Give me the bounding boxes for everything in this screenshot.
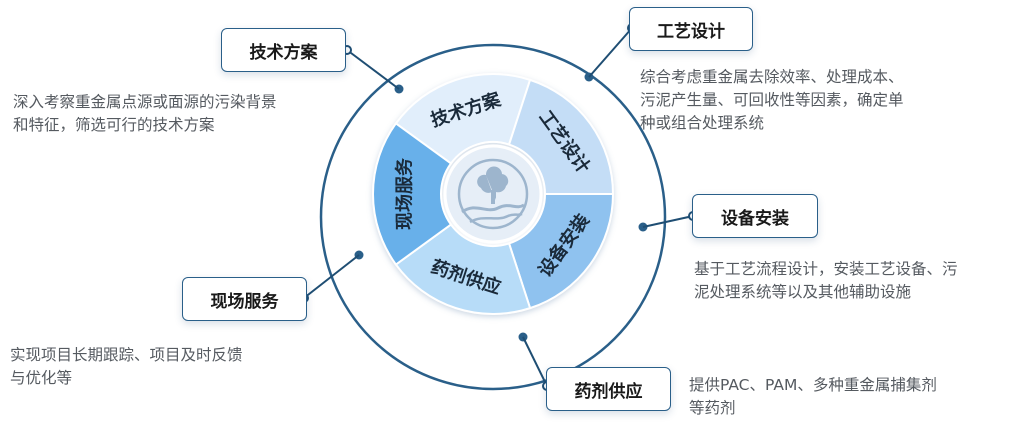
desc-line: 实现项目长期跟踪、项目及时反馈 (10, 346, 243, 364)
connector-equip (642, 215, 694, 228)
segment-agent (394, 223, 532, 315)
tree-road-logo-icon (457, 158, 529, 230)
desc-line: 深入考察重金属点源或面源的污染背景 (13, 93, 277, 111)
segment-tech (394, 73, 532, 165)
callout-title-agent: 药剂供应 (546, 367, 671, 411)
callout-title-craft: 工艺设计 (629, 7, 753, 51)
wheel-segments (372, 73, 615, 315)
segment-field (372, 122, 453, 266)
desc-line: 提供PAC、PAM、多种重金属捕集剂 (689, 376, 937, 394)
desc-line: 泥处理系统等以及其他辅助设施 (694, 283, 912, 301)
segment-label-field: 现场服务 (394, 157, 416, 230)
callout-title-field: 现场服务 (182, 277, 307, 321)
callout-desc-equip: 基于工艺流程设计，安装工艺设备、污 泥处理系统等以及其他辅助设施 (694, 258, 958, 304)
desc-line: 等药剂 (689, 399, 736, 417)
segment-equip (507, 193, 615, 310)
desc-line: 污泥产生量、可回收性等因素，确定单 (640, 91, 904, 109)
connector-field (303, 254, 360, 299)
callout-desc-field: 实现项目长期跟踪、项目及时反馈 与优化等 (10, 344, 243, 390)
connector-tech (346, 49, 400, 90)
connector-lines (303, 27, 694, 387)
segment-craft (507, 78, 615, 195)
desc-line: 和特征，筛选可行的技术方案 (13, 116, 215, 134)
callout-desc-craft: 综合考虑重金属去除效率、处理成本、 污泥产生量、可回收性等因素，确定单 种或组合… (640, 66, 904, 135)
outer-ring (319, 43, 667, 391)
connector-craft (588, 27, 633, 78)
desc-line: 与优化等 (10, 369, 73, 387)
desc-line: 种或组合处理系统 (640, 114, 765, 132)
desc-line: 基于工艺流程设计，安装工艺设备、污 (694, 260, 958, 278)
callout-title-tech: 技术方案 (221, 28, 346, 72)
connector-agent (522, 336, 548, 387)
desc-line: 综合考虑重金属去除效率、处理成本、 (640, 68, 904, 86)
callout-title-equip: 设备安装 (692, 194, 818, 238)
callout-desc-agent: 提供PAC、PAM、多种重金属捕集剂 等药剂 (689, 374, 937, 420)
callout-desc-tech: 深入考察重金属点源或面源的污染背景 和特征，筛选可行的技术方案 (13, 91, 277, 137)
